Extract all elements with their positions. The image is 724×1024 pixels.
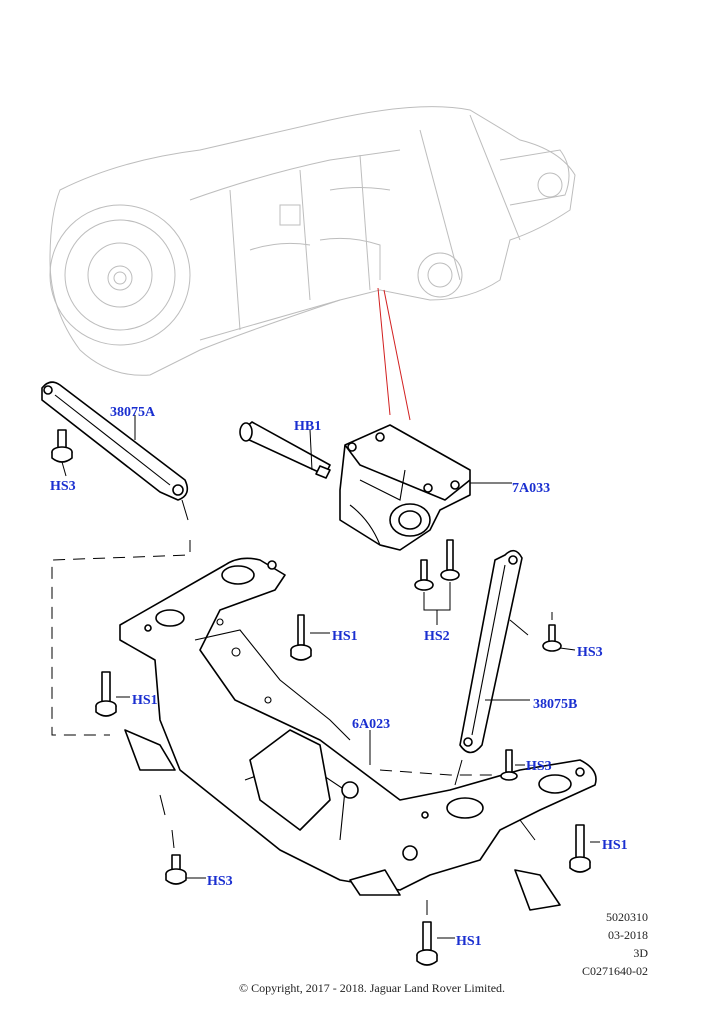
callout-hb1: HB1 [294,419,321,434]
bolt-hs1-c [569,824,591,873]
brace-38075a [41,381,189,521]
callout-hs3-left: HS3 [50,479,76,494]
reference-view: 3D [633,946,648,960]
callout-7a033: 7A033 [512,481,550,496]
callout-hs2: HS2 [424,629,450,644]
bolt-hs1-b [95,671,117,717]
brace-38075b [454,549,529,786]
through-bolt-hb1 [239,421,331,479]
callout-6a023: 6A023 [352,717,390,732]
copyright-notice: © Copyright, 2017 - 2018. Jaguar Land Ro… [238,981,506,995]
bolt-hs3-bottom [165,829,187,885]
callout-hs3-bottom: HS3 [207,874,233,889]
bolt-hs3-left [51,429,73,463]
transmission-illustration [49,106,576,376]
callout-38075a: 38075A [110,405,156,420]
bolt-hs1-d [416,900,438,966]
transmission-mount-7a033 [339,424,471,551]
reference-date: 03-2018 [608,928,648,942]
reference-block: 5020310 03-2018 3D C0271640-02 [582,908,648,980]
dashed-outline [51,540,495,776]
bolt-hs1-a [290,614,312,661]
reference-number: 5020310 [606,910,648,924]
bolts-hs2 [414,539,460,625]
callout-hs1-c: HS1 [602,838,628,853]
crossmember-6a023 [119,557,597,911]
callout-hs1-b: HS1 [132,693,158,708]
callout-hs1-a: HS1 [332,629,358,644]
callout-leaders [61,415,600,939]
bolt-hs3-right [542,612,562,652]
callout-hs3-right: HS3 [577,645,603,660]
bolt-hs3-mid [500,749,518,781]
red-leader-lines [377,287,411,421]
callout-hs1-d: HS1 [456,934,482,949]
reference-code: C0271640-02 [582,964,648,978]
callout-38075b: 38075B [533,697,577,712]
callout-hs3-mid: HS3 [526,759,552,774]
